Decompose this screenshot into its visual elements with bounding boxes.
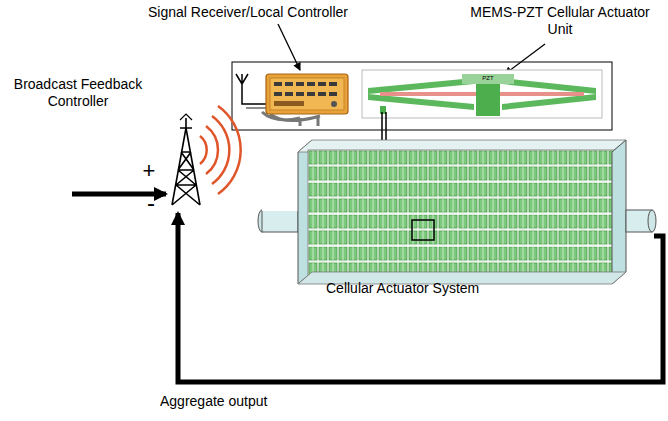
- material-label: PZT: [474, 75, 502, 82]
- system-node: Cellular Actuator System: [256, 130, 654, 302]
- actuator-array: [258, 140, 656, 284]
- part-label: Signal Receiver/Local Controller: [148, 4, 378, 21]
- node-title: Broadcast Feedback Controller: [8, 76, 148, 110]
- edge-label: Aggregate output: [160, 393, 267, 410]
- leader-line: [278, 24, 300, 70]
- broadcast-tower: [172, 114, 200, 205]
- broadcast-waves: [200, 106, 241, 194]
- feedback-connector: [178, 213, 663, 382]
- part-label: MEMS-PZT Cellular Actuator Unit: [470, 4, 650, 38]
- sign-label: +: [140, 158, 158, 184]
- node-title: Cellular Actuator System: [326, 280, 586, 297]
- unit-box: [232, 62, 612, 130]
- antenna-symbol: [236, 74, 268, 108]
- controller-image: [262, 74, 348, 126]
- controller-node: Broadcast Feedback Controller: [8, 70, 208, 212]
- sign-label: -: [142, 188, 160, 217]
- actuator-image: [362, 70, 602, 118]
